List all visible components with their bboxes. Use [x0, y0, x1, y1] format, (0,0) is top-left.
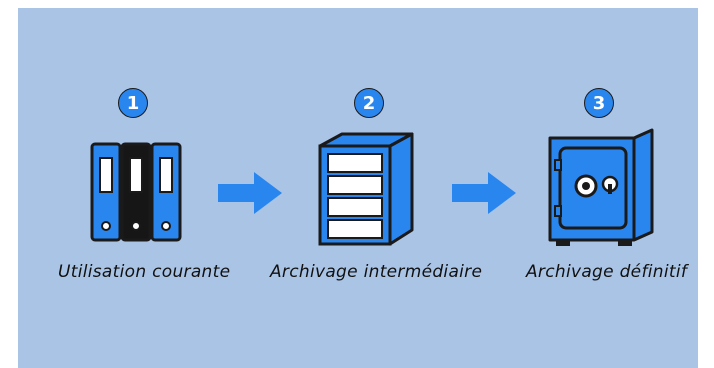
step-1-badge: 1: [118, 88, 148, 118]
step-2-label: Archivage intermédiaire: [270, 262, 483, 282]
arrow-right-icon: [452, 172, 516, 214]
arrow-right-icon: [218, 172, 282, 214]
step-2-badge: 2: [354, 88, 384, 118]
step-3-label: Archivage définitif: [526, 262, 688, 282]
step-1-label: Utilisation courante: [58, 262, 231, 282]
binders-icon: [90, 142, 182, 242]
filing-cabinet-icon: [318, 132, 414, 246]
safe-icon: [548, 128, 654, 246]
step-3-badge: 3: [584, 88, 614, 118]
